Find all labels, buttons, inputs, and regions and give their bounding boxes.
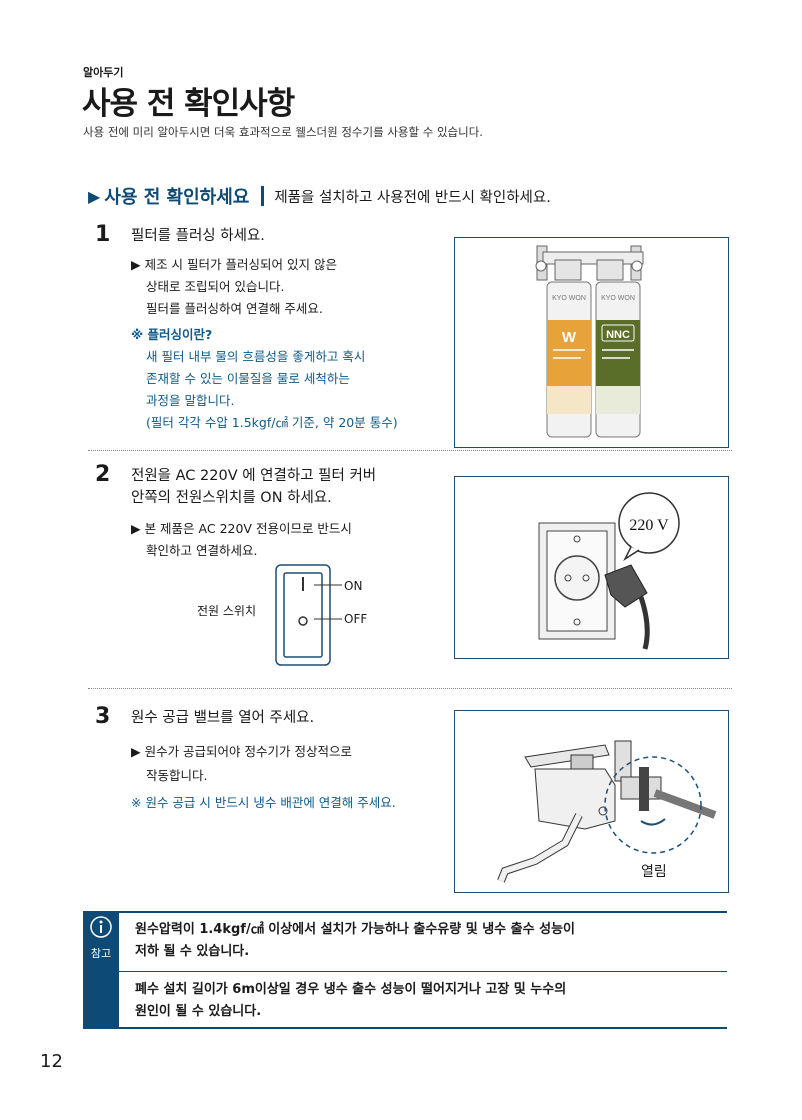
voltage-label: 220 V [629,517,669,534]
filter-brand-left: KYO WON [552,295,586,302]
note-text: 새 필터 내부 물의 흐름성을 좋게하고 혹시 [146,349,366,364]
divider [119,1027,727,1029]
filter-right-label: NNC [606,329,630,341]
filter-brand-right: KYO WON [601,295,635,302]
step-number: 3 [95,704,111,729]
section-subtitle: 제품을 설치하고 사용전에 반드시 확인하세요. [274,189,551,206]
divider [88,688,732,689]
filter-illustration: KYO WON KYO WON W NNC [535,245,644,438]
divider [119,971,727,972]
divider [261,186,265,206]
step-bullet: ▶ 본 제품은 AC 220V 전용이므로 반드시 [131,521,352,536]
power-switch-label: 전원 스위치 [197,604,257,618]
arrow-icon: ▶ [88,186,101,206]
reference-panel: 참고 원수압력이 1.4kgf/㎠ 이상에서 설치가 가능하나 출수유량 및 냉… [83,911,727,1029]
info-icon [90,916,112,938]
note-text: ※ 원수 공급 시 반드시 냉수 배관에 연결해 주세요. [131,795,396,810]
reference-label: 참고 [90,947,112,960]
note-text: 과정을 말합니다. [146,393,235,408]
filter-left-label: W [562,329,577,346]
step-title: 필터를 플러싱 하세요. [131,228,265,244]
section-heading: ▶ 사용 전 확인하세요 제품을 설치하고 사용전에 반드시 확인하세요. [88,183,551,209]
note-title: ※ 플러싱이란? [131,327,213,342]
step-bullet: 작동합니다. [146,768,208,783]
step-bullet: 상태로 조립되어 있습니다. [146,279,285,294]
step-number: 2 [95,462,111,487]
filter-image: KYO WON KYO WON W NNC [454,237,729,448]
reference-text: 폐수 설치 길이가 6m이상일 경우 냉수 출수 성능이 떨어지거나 고장 및 … [135,982,567,997]
step-title: 안쪽의 전원스위치를 ON 하세요. [131,490,332,506]
switch-on-label: ON [344,579,363,593]
reference-text: 원인이 될 수 있습니다. [135,1004,262,1019]
page-kicker: 알아두기 [83,66,124,79]
power-switch [274,563,342,667]
step-bullet: 확인하고 연결하세요. [146,543,258,558]
section-title: 사용 전 확인하세요 [104,187,250,208]
step-number: 1 [95,222,111,247]
reference-text: 원수압력이 1.4kgf/㎠ 이상에서 설치가 가능하나 출수유량 및 냉수 출… [135,922,575,937]
step-bullet: ▶ 제조 시 필터가 플러싱되어 있지 않은 [131,257,337,272]
divider [119,911,727,913]
step-title: 원수 공급 밸브를 열어 주세요. [131,710,315,726]
valve-illustration [497,740,717,883]
reference-text: 저하 될 수 있습니다. [135,944,250,959]
step-bullet: ▶ 원수가 공급되어야 정수기가 정상적으로 [131,744,353,759]
divider [88,450,732,451]
page-title: 사용 전 확인사항 [82,86,295,122]
note-text: 존재할 수 있는 이물질을 물로 세척하는 [146,371,350,386]
note-text: (필터 각각 수압 1.5kgf/㎠ 기준, 약 20분 통수) [146,415,398,430]
valve-image: 열림 [454,710,729,893]
outlet-illustration: 220 V [538,492,680,650]
page-number: 12 [40,1051,63,1072]
outlet-image: 220 V [454,476,729,659]
switch-off-label: OFF [344,612,368,626]
open-label: 열림 [641,864,667,880]
page-intro: 사용 전에 미리 알아두시면 더욱 효과적으로 웰스더원 정수기를 사용할 수 … [83,125,483,139]
step-bullet: 필터를 플러싱하여 연결해 주세요. [146,301,323,316]
reference-sidebar: 참고 [83,911,119,1029]
step-title: 전원을 AC 220V 에 연결하고 필터 커버 [131,468,377,484]
